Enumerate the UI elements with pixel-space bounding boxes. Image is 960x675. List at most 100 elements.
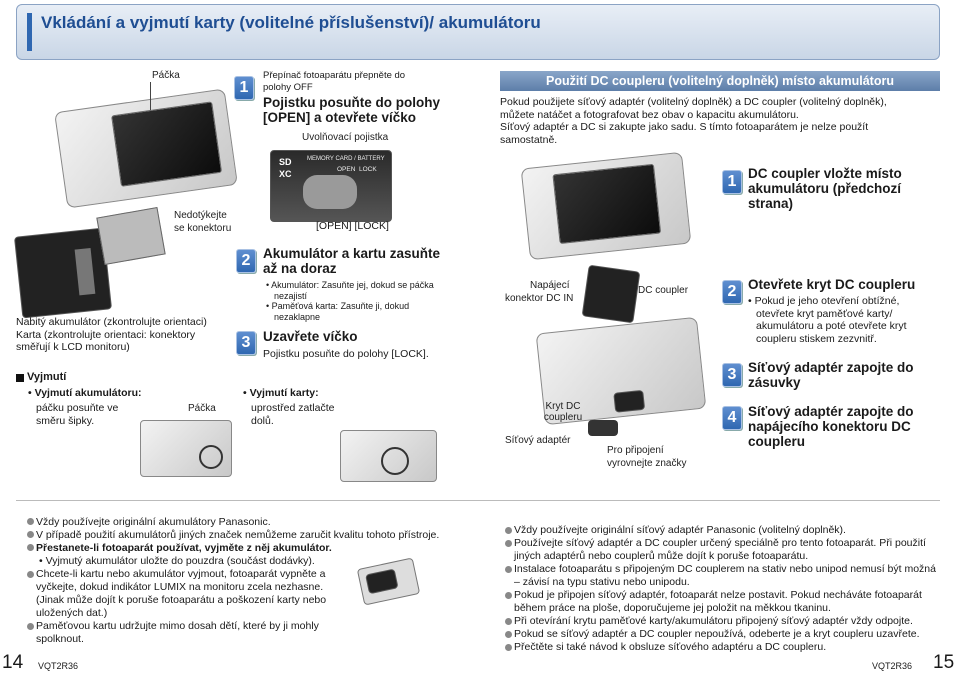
lever-circle — [199, 445, 223, 469]
dc-step-3-line: Síťový adaptér zapojte do — [748, 360, 914, 375]
dc-step-2-detail-line: coupleru stiskem zezvnitř. — [756, 332, 877, 345]
door-caption: MEMORY CARD / BATTERY — [307, 156, 385, 162]
note-item: Používejte síťový adaptér a DC coupler u… — [505, 537, 940, 563]
bullet-dot-icon — [505, 644, 512, 651]
bullet-dot-icon — [505, 631, 512, 638]
step-2-badge: 2 — [236, 249, 256, 273]
note-text: Při otevírání krytu paměťové karty/akumu… — [514, 615, 913, 627]
caption-line: Karta (zkontrolujte orientaci: konektory — [16, 328, 196, 341]
card-removal-label: Vyjmutí karty: — [249, 387, 319, 399]
dc-coupler-banner: Použití DC coupleru (volitelný doplněk) … — [500, 71, 940, 91]
dc-coupler-label: DC coupler — [638, 285, 689, 296]
dc-step-1-line: akumulátoru (předchozí — [748, 181, 902, 196]
step-1-badge: 1 — [234, 76, 254, 100]
card-removal-heading: • Vyjmutí karty: — [243, 387, 319, 399]
dc-step-4-badge: 4 — [722, 406, 742, 430]
step-2-item-text: Paměťová karta: Zasuňte ji, dokud — [271, 301, 410, 311]
note-text: Paměťovou kartu udržujte mimo dosah dětí… — [36, 620, 319, 645]
xc-logo: XC — [279, 169, 292, 179]
step-2-title: Akumulátor a kartu zasuňte až na doraz — [263, 246, 503, 276]
dc-step-4-line: Síťový adaptér zapojte do — [748, 404, 914, 419]
bullet-dot-icon — [27, 518, 34, 525]
step-2-item-cont: nezajistí — [274, 290, 308, 301]
intro-line: samostatně. — [500, 133, 558, 146]
dc-step-2-detail-line: • Pokud je jeho otevření obtížné, — [748, 295, 900, 307]
removal-text-line: směru šipky. — [36, 414, 95, 427]
step-2-item-cont: nezaklapne — [274, 311, 321, 322]
step-3-note: Pojistku posuňte do polohy [LOCK]. — [263, 348, 429, 360]
dc-step-4-title: Síťový adaptér zapojte do napájecího kon… — [748, 404, 943, 449]
dc-step-4-line: coupleru — [748, 434, 806, 449]
note-text: Vždy používejte originální síťový adapté… — [514, 524, 846, 536]
dc-cover-label-line: coupleru — [543, 412, 583, 423]
latch-illustration — [303, 175, 357, 209]
note-item: Pokud je připojen síťový adaptér, fotoap… — [505, 589, 940, 615]
step-2-title-line: až na doraz — [263, 261, 337, 276]
notes-right: Vždy používejte originální síťový adapté… — [505, 524, 940, 654]
card-removal-line: dolů. — [251, 414, 274, 427]
note-item: Paměťovou kartu udržujte mimo dosah dětí… — [27, 620, 467, 646]
caption-line: Nabitý akumulátor (zkontrolujte orientac… — [16, 316, 207, 328]
step-1-note: Přepínač fotoaparátu přepněte do polohy … — [263, 70, 493, 93]
note-subitem: • Vyjmutý akumulátor uložte do pouzdra (… — [39, 555, 315, 567]
note-text: Chcete-li kartu nebo akumulátor vyjmout,… — [36, 568, 327, 619]
bullet-dot-icon — [505, 592, 512, 599]
note-item: Pokud se síťový adaptér a DC coupler nep… — [505, 628, 940, 641]
page-number-right: 15 — [933, 652, 955, 673]
dc-step-1-badge: 1 — [722, 170, 742, 194]
dc-cover-illustration — [613, 389, 646, 413]
note-text: Pokud se síťový adaptér a DC coupler nep… — [514, 628, 920, 640]
dc-step-2-detail-line: otevřete kryt paměťové karty/ — [756, 307, 893, 320]
note-item: Při otevírání krytu paměťové karty/akumu… — [505, 615, 940, 628]
dc-cover-label-line: Kryt DC — [545, 401, 581, 412]
note-item: Instalace fotoaparátu s připojeným DC co… — [505, 563, 940, 589]
push-circle — [381, 447, 409, 475]
note-text: Používejte síťový adaptér a DC coupler u… — [514, 537, 926, 562]
battery-removal-heading: • Vyjmutí akumulátoru: — [28, 387, 142, 399]
bullet-dot-icon — [27, 544, 34, 551]
dc-step-3-line: zásuvky — [748, 375, 801, 390]
align-marks-line: Pro připojení — [607, 445, 664, 456]
battery-label-strip — [74, 247, 96, 296]
battery-in-case — [365, 568, 399, 595]
step-1-title-line: [OPEN] a otevřete víčko — [263, 110, 417, 125]
dc-in-label-line2: konektor DC IN — [505, 293, 574, 304]
note-item: Vždy používejte originální síťový adapté… — [505, 524, 940, 537]
page-header: Vkládání a vyjmutí karty (volitelné přís… — [16, 4, 940, 60]
removal-text-line: páčku posuňte ve — [36, 402, 119, 414]
camera-illustration-back — [54, 88, 238, 209]
divider — [16, 500, 940, 501]
camera-lcd — [111, 101, 223, 187]
intro-line: můžete natáčet a fotografovat bez obav o… — [500, 108, 799, 121]
ac-plug-illustration — [588, 420, 618, 436]
removal-square-icon — [16, 374, 24, 382]
lever-label-top: Páčka — [152, 70, 180, 81]
note-item: Přestanete-li fotoaparát používat, vyjmě… — [27, 542, 467, 555]
dc-step-3-title: Síťový adaptér zapojte do zásuvky — [748, 360, 943, 390]
bullet-dot-icon — [505, 540, 512, 547]
removal-heading: Vyjmutí — [27, 371, 67, 383]
lock-mark: LOCK — [359, 166, 377, 173]
card-removal-line: uprostřed zatlačte — [251, 402, 335, 414]
step-1-note-line: polohy OFF — [263, 81, 313, 93]
dc-coupler-intro: Pokud použijete síťový adaptér (voliteln… — [500, 96, 940, 146]
sd-logo: SD — [279, 157, 292, 167]
dc-step-4-line: napájecího konektoru DC — [748, 419, 911, 434]
note-text: Přečtěte si také návod k obsluze síťovéh… — [514, 641, 827, 653]
dc-coupler-illustration — [581, 264, 641, 324]
step-3-badge: 3 — [236, 331, 256, 355]
dc-step-2-detail-text: Pokud je jeho otevření obtížné, — [754, 295, 900, 307]
dc-step-2-badge: 2 — [722, 280, 742, 304]
bullet-dot-icon — [27, 571, 34, 578]
intro-line: Síťový adaptér a DC si zakupte jako sadu… — [500, 121, 869, 133]
doc-code-left: VQT2R36 — [38, 661, 79, 671]
step-1-title-line: Pojistku posuňte do polohy — [263, 95, 440, 110]
step-2-title-line: Akumulátor a kartu zasuňte — [263, 246, 441, 261]
note-item: Chcete-li kartu nebo akumulátor vyjmout,… — [27, 568, 467, 620]
open-lock-labels: [OPEN] [LOCK] — [316, 220, 389, 232]
note-text: Instalace fotoaparátu s připojeným DC co… — [514, 563, 936, 588]
do-not-touch-label: Nedotýkejte se konektoru — [174, 210, 232, 234]
step-2-details: • Akumulátor: Zasuňte jej, dokud se páčk… — [266, 280, 496, 322]
lever-label-bottom: Páčka — [188, 403, 216, 414]
dc-step-3-badge: 3 — [722, 363, 742, 387]
